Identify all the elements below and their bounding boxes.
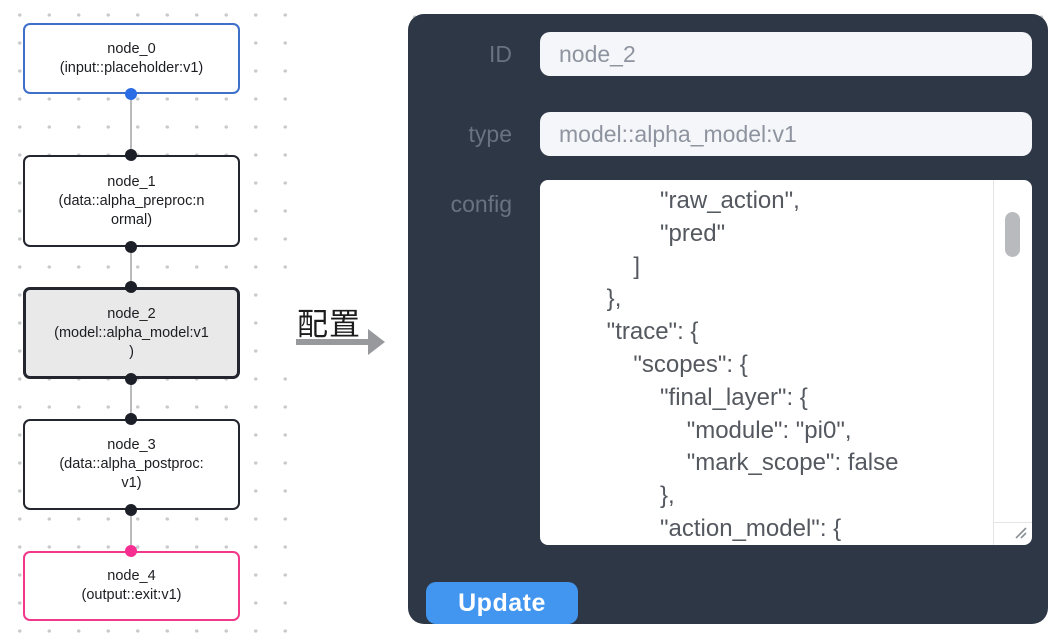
node-id-label: node_1 [107, 173, 156, 190]
id-field-label: ID [489, 41, 512, 67]
right-arrow-head-icon [368, 329, 385, 355]
node-type-label: (data::alpha_postproc:v1) [59, 456, 204, 491]
node-id-label: node_4 [107, 568, 156, 584]
node-type-label: (output::exit:v1) [81, 587, 182, 603]
node-id-label: node_2 [107, 305, 156, 322]
config-field-label: config [450, 191, 512, 217]
node-config-panel: ID type config "raw_action", "pred" ] },… [408, 14, 1048, 624]
scrollbar-track-divider [993, 180, 994, 545]
port-node_3-input[interactable] [125, 413, 137, 425]
edge-node0-node1 [130, 94, 132, 156]
node-type-label: (input::placeholder:v1) [59, 59, 204, 76]
edge-node3-node4 [130, 510, 132, 552]
config-json-text: "raw_action", "pred" ] }, "trace": { "sc… [580, 187, 899, 542]
port-node_1-output[interactable] [125, 241, 137, 253]
port-node_4-input[interactable] [125, 545, 137, 557]
port-node_2-output[interactable] [125, 373, 137, 385]
annotation-area: 配置 [283, 283, 393, 375]
id-input[interactable] [540, 32, 1032, 76]
node-type-label: (model::alpha_model:v1) [54, 324, 209, 360]
graph-node-node_3[interactable]: node_3 (data::alpha_postproc:v1) [23, 419, 240, 510]
port-node_0-output[interactable] [125, 88, 137, 100]
scrollbar-thumb[interactable] [1005, 212, 1020, 257]
right-arrow-icon [296, 339, 369, 345]
port-node_3-output[interactable] [125, 504, 137, 516]
port-node_1-input[interactable] [125, 149, 137, 161]
graph-node-node_2-selected[interactable]: node_2 (model::alpha_model:v1) [23, 287, 240, 379]
resize-grip-icon[interactable] [1012, 524, 1028, 540]
graph-node-node_0[interactable]: node_0 (input::placeholder:v1) [23, 23, 240, 94]
update-button[interactable]: Update [426, 582, 578, 624]
type-input[interactable] [540, 112, 1032, 156]
scrollbar-corner-divider [993, 522, 1032, 523]
graph-node-node_4[interactable]: node_4 (output::exit:v1) [23, 551, 240, 621]
edge-node1-node2 [130, 247, 132, 288]
annotation-label: 配置 [297, 307, 361, 342]
node-id-label: node_3 [107, 437, 156, 453]
port-node_2-input[interactable] [125, 281, 137, 293]
config-textarea[interactable]: "raw_action", "pred" ] }, "trace": { "sc… [540, 180, 1032, 545]
edge-node2-node3 [130, 379, 132, 420]
type-field-label: type [468, 121, 512, 147]
node-id-label: node_0 [107, 40, 156, 57]
